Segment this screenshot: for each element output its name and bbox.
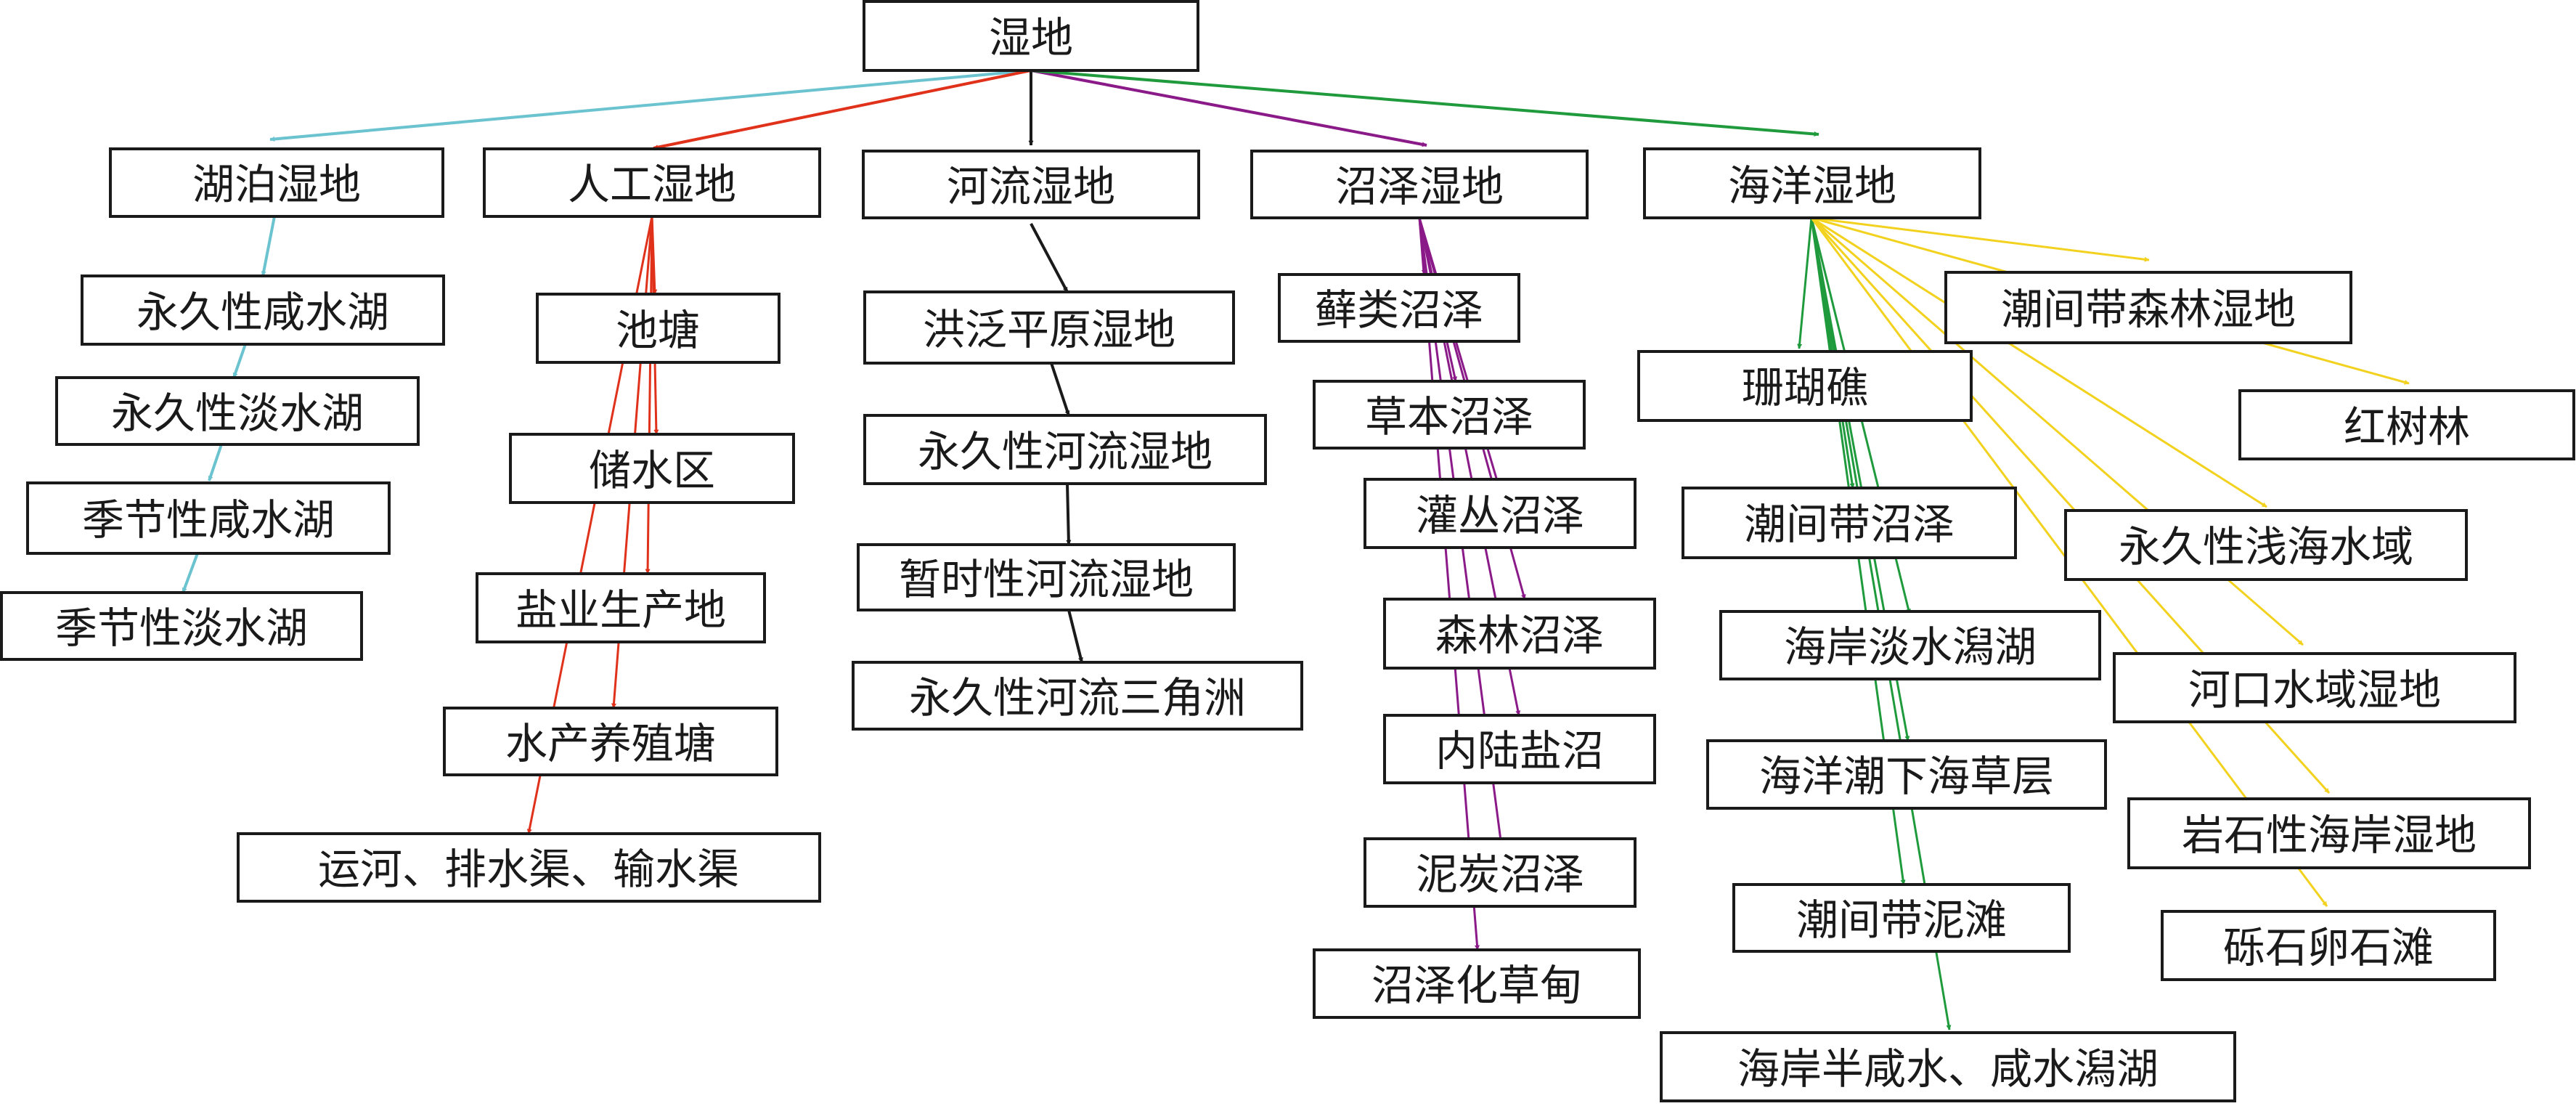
node-marine-green-item: 潮间带沼泽 xyxy=(1682,487,2017,559)
edge-marine-yellow-1 xyxy=(1811,216,2150,262)
node-marine-green-item: 珊瑚礁 xyxy=(1637,350,1973,422)
node-marsh-item: 草本沼泽 xyxy=(1313,380,1586,450)
node-marine-yellow-item: 红树林 xyxy=(2238,389,2575,460)
edge-lake-2 xyxy=(232,343,247,378)
node-marine-yellow-item-label: 砾石卵石滩 xyxy=(2223,923,2434,972)
node-marine-label: 海洋湿地 xyxy=(1728,161,1896,211)
node-marine-yellow-item-label: 红树林 xyxy=(2344,402,2470,452)
node-lake-item: 永久性咸水湖 xyxy=(81,275,445,346)
node-marine-green-item: 海岸半咸水、咸水潟湖 xyxy=(1660,1031,2236,1102)
edge-lake-4 xyxy=(182,553,199,593)
node-artificial: 人工湿地 xyxy=(483,147,821,218)
node-artificial-item: 池塘 xyxy=(536,293,780,364)
node-marine: 海洋湿地 xyxy=(1643,147,1981,219)
edge-marine-green-1 xyxy=(1797,217,1813,349)
node-marsh-item-label: 灌丛沼泽 xyxy=(1416,491,1584,540)
node-marine-yellow-item: 永久性浅海水域 xyxy=(2064,509,2468,581)
node-marine-yellow-item-label: 永久性浅海水域 xyxy=(2119,522,2413,572)
node-river-item-label: 永久性河流三角洲 xyxy=(909,673,1246,723)
node-marine-yellow-item: 河口水域湿地 xyxy=(2113,652,2516,723)
node-marsh-item-label: 内陆盐沼 xyxy=(1435,726,1604,776)
node-artificial-item-label: 盐业生产地 xyxy=(515,585,726,635)
node-lake-item: 季节性淡水湖 xyxy=(0,591,363,661)
node-artificial-item-label: 储水区 xyxy=(589,446,715,495)
edge-lake-1 xyxy=(261,216,276,277)
node-artificial-item: 运河、排水渠、输水渠 xyxy=(237,832,821,903)
edge-artificial-3 xyxy=(645,216,653,574)
node-artificial-item-label: 池塘 xyxy=(616,306,700,355)
node-artificial-item-label: 运河、排水渠、输水渠 xyxy=(318,845,739,894)
edge-river-3 xyxy=(1066,483,1072,545)
edge-root-marsh xyxy=(1030,69,1427,147)
node-lake-item: 季节性咸水湖 xyxy=(26,481,391,555)
node-marsh: 沼泽湿地 xyxy=(1250,150,1589,219)
node-lake-item-label: 永久性淡水湖 xyxy=(111,389,364,438)
node-artificial-item: 盐业生产地 xyxy=(476,572,766,643)
node-river-item-label: 暂时性河流湿地 xyxy=(899,555,1194,604)
node-marsh-item: 泥炭沼泽 xyxy=(1364,837,1637,908)
node-marine-green-item: 海洋潮下海草层 xyxy=(1706,739,2107,810)
node-marsh-item-label: 藓类沼泽 xyxy=(1315,285,1483,335)
node-marine-yellow-item: 砾石卵石滩 xyxy=(2161,910,2496,981)
node-marine-green-item-label: 潮间带沼泽 xyxy=(1744,500,1955,549)
node-lake-item: 永久性淡水湖 xyxy=(55,376,420,446)
node-marine-green-item-label: 潮间带泥滩 xyxy=(1796,895,2007,945)
node-marine-yellow-item: 岩石性海岸湿地 xyxy=(2127,797,2531,869)
node-marine-green-item-label: 海洋潮下海草层 xyxy=(1759,752,2054,801)
node-marsh-item-label: 森林沼泽 xyxy=(1435,611,1604,660)
node-marsh-item: 森林沼泽 xyxy=(1383,598,1656,670)
node-artificial-item: 储水区 xyxy=(509,433,795,504)
edge-lake-3 xyxy=(208,444,223,481)
node-lake: 湖泊湿地 xyxy=(109,147,444,218)
node-lake-item-label: 永久性咸水湖 xyxy=(136,288,389,337)
node-marsh-item-label: 泥炭沼泽 xyxy=(1416,850,1584,899)
node-marine-yellow-item-label: 潮间带森林湿地 xyxy=(2001,285,2296,334)
node-marine-green-item-label: 珊瑚礁 xyxy=(1742,363,1868,412)
node-river-label: 河流湿地 xyxy=(947,162,1115,211)
edge-root-artificial xyxy=(653,69,1032,150)
node-artificial-item: 水产养殖塘 xyxy=(443,707,778,776)
node-river-item-label: 永久性河流湿地 xyxy=(918,427,1212,476)
node-root-label: 湿地 xyxy=(989,13,1073,62)
node-river-item: 永久性河流三角洲 xyxy=(852,661,1303,731)
node-marine-green-item: 潮间带泥滩 xyxy=(1732,883,2071,953)
node-river-item-label: 洪泛平原湿地 xyxy=(923,305,1175,354)
node-marsh-label: 沼泽湿地 xyxy=(1335,162,1504,211)
node-marsh-item: 沼泽化草甸 xyxy=(1313,948,1641,1019)
edge-river-2 xyxy=(1050,362,1070,416)
edge-root-lake xyxy=(269,69,1032,142)
node-lake-label: 湖泊湿地 xyxy=(192,160,361,209)
node-root: 湿地 xyxy=(863,0,1199,72)
node-artificial-item-label: 水产养殖塘 xyxy=(505,719,716,768)
node-marine-yellow-item-label: 河口水域湿地 xyxy=(2188,665,2441,715)
node-river-item: 洪泛平原湿地 xyxy=(863,290,1235,365)
node-marine-green-item-label: 海岸淡水潟湖 xyxy=(1784,622,2037,672)
node-lake-item-label: 季节性淡水湖 xyxy=(55,603,308,653)
edge-root-marine xyxy=(1030,69,1819,137)
edge-river-1 xyxy=(1030,223,1069,293)
node-river-item: 暂时性河流湿地 xyxy=(857,543,1236,611)
edge-river-4 xyxy=(1067,609,1083,663)
node-marsh-item: 灌丛沼泽 xyxy=(1364,478,1637,549)
node-marsh-item-label: 草本沼泽 xyxy=(1365,392,1533,442)
node-artificial-label: 人工湿地 xyxy=(568,160,736,209)
node-marine-yellow-item: 潮间带森林湿地 xyxy=(1944,271,2352,344)
node-marine-green-item-label: 海岸半咸水、咸水潟湖 xyxy=(1737,1044,2159,1094)
node-river: 河流湿地 xyxy=(862,150,1200,219)
node-marine-yellow-item-label: 岩石性海岸湿地 xyxy=(2182,810,2477,860)
node-lake-item-label: 季节性咸水湖 xyxy=(82,495,335,545)
edge-marine-yellow-3 xyxy=(1811,216,2267,508)
node-marsh-item: 藓类沼泽 xyxy=(1278,273,1520,343)
node-river-item: 永久性河流湿地 xyxy=(863,414,1267,485)
node-marsh-item-label: 沼泽化草甸 xyxy=(1371,961,1582,1010)
node-marine-green-item: 海岸淡水潟湖 xyxy=(1719,610,2101,680)
node-marsh-item: 内陆盐沼 xyxy=(1383,714,1656,784)
